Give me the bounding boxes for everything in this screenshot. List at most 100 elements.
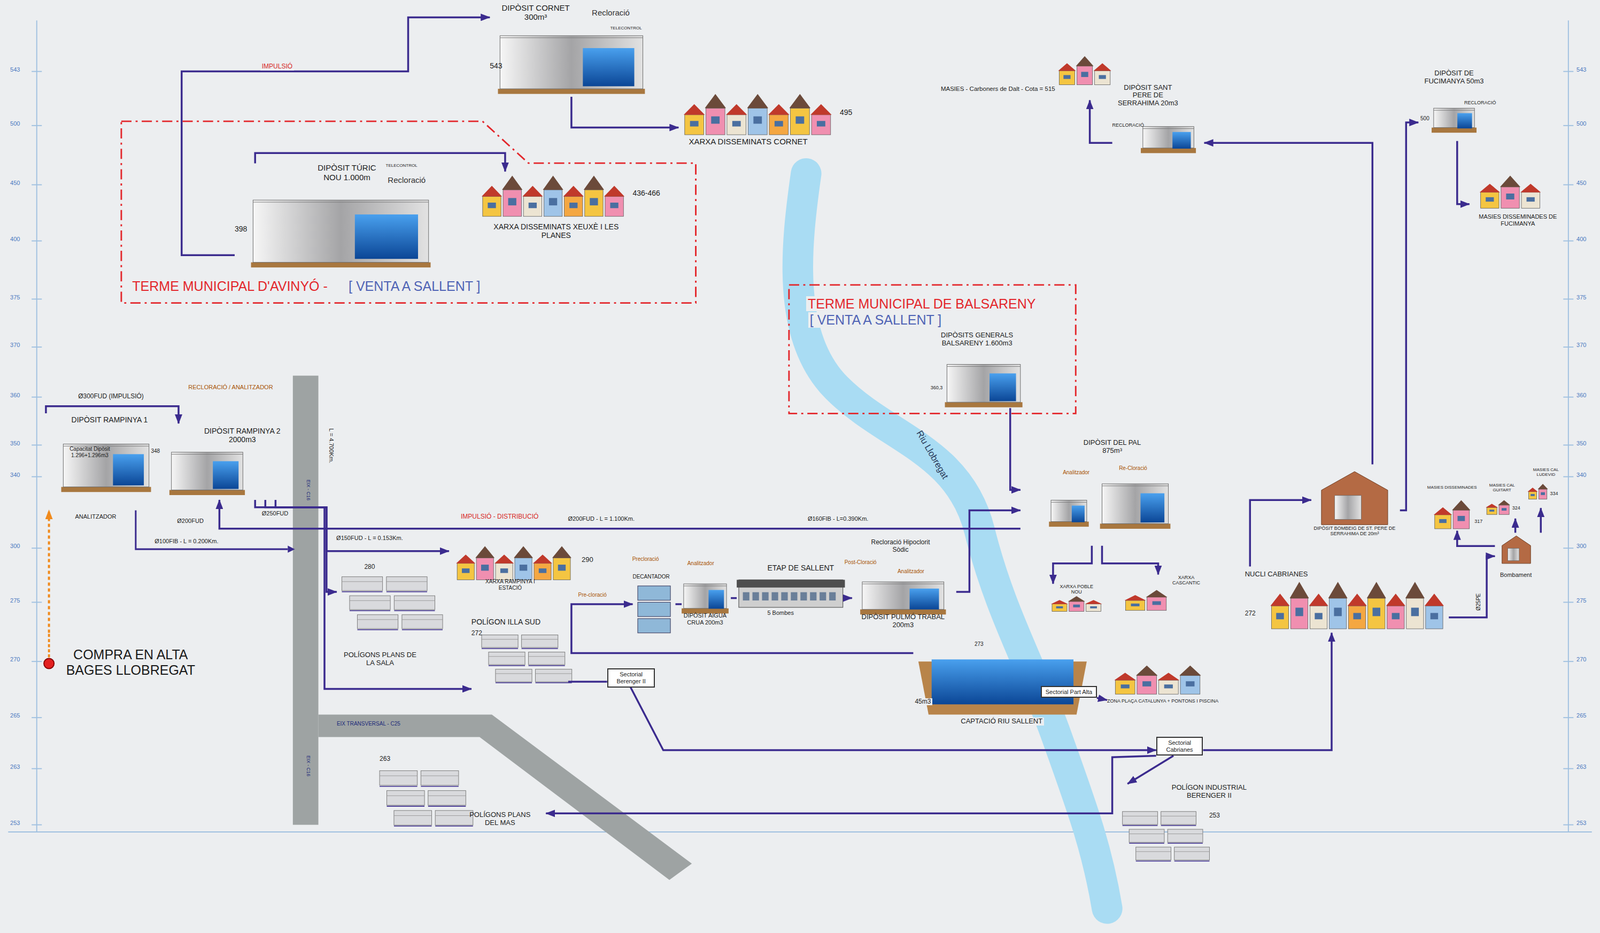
house-wall <box>605 196 624 217</box>
facility-label: ZONA PLAÇA CATALUNYA + PONTONS I PISCINA <box>1107 698 1219 704</box>
pipe-connector <box>219 499 1020 529</box>
house-roof <box>1068 596 1086 602</box>
axis-tick <box>31 444 42 446</box>
annotation: ANALITZADOR <box>73 513 118 521</box>
tank-rim <box>946 366 1020 367</box>
house-roof <box>455 554 476 564</box>
tank-water <box>708 589 724 609</box>
house-roof <box>1537 483 1549 490</box>
factory-block <box>386 576 428 591</box>
house-window <box>1080 71 1088 77</box>
house-roof <box>1433 507 1452 515</box>
facility: DIPÒSIT BOMBEIG DE ST. PERE DE SERRAHIMA… <box>1311 464 1401 555</box>
elevation-number: 370 <box>10 341 20 349</box>
house-window <box>1099 74 1107 79</box>
elevation-number: 350 <box>10 439 20 447</box>
house-window <box>1411 607 1419 617</box>
house-window <box>1333 607 1342 617</box>
elevation-number: 265 <box>10 712 20 720</box>
house-wall <box>564 196 583 217</box>
house-roof <box>1386 593 1406 606</box>
factory-roof <box>1129 833 1165 834</box>
factory-block <box>488 652 525 666</box>
factory-pipe <box>393 609 435 612</box>
facility: XARXA RAMPINYA I ESTACIÓ290 <box>449 540 613 598</box>
house-roof <box>1497 500 1511 506</box>
axis-tick <box>1563 125 1574 127</box>
tank-body <box>63 443 149 487</box>
pipe-connector <box>48 509 51 633</box>
tank-rim <box>862 583 945 585</box>
house-window <box>1439 519 1447 523</box>
facility-label: 290 <box>581 555 594 564</box>
elevation-number: 253 <box>1576 819 1587 827</box>
house-wall <box>1406 598 1424 629</box>
factory-block <box>535 669 573 683</box>
icons <box>61 35 1549 862</box>
tank-water <box>112 453 144 485</box>
house-window <box>1072 604 1080 608</box>
supply-point <box>43 658 54 669</box>
factory-block <box>393 810 432 825</box>
factory-pipe <box>481 647 519 649</box>
axis-tick <box>31 768 42 770</box>
house-window <box>1063 74 1071 79</box>
house-wall <box>1538 489 1547 500</box>
sectorial-box: Sectorial Part Alta <box>1040 685 1097 699</box>
house-roof <box>1157 672 1180 680</box>
house-window <box>1489 509 1495 512</box>
factory-roof <box>1161 815 1197 817</box>
elevation-number: 340 <box>1576 471 1587 479</box>
house-wall <box>1115 679 1135 694</box>
factory-block <box>481 635 519 648</box>
facility-label: CAPTACIÓ RIU SALLENT <box>959 717 1045 726</box>
house-roof <box>1366 581 1387 599</box>
house-window <box>1276 612 1284 620</box>
facility-label: 500 <box>1420 115 1430 122</box>
factory-block <box>428 790 467 806</box>
factory-pipe <box>488 665 525 667</box>
boundary-outline <box>120 120 697 305</box>
house-roof <box>810 104 832 115</box>
plant-window <box>771 592 778 601</box>
facility-label: DIPÒSIT PULMÓ TRABAL 200m3 <box>852 613 955 630</box>
tank-water <box>1172 132 1191 149</box>
pipe-connector <box>1514 518 1517 533</box>
house-roof <box>532 554 553 564</box>
house-window <box>589 197 598 206</box>
factory-pipe <box>435 825 474 827</box>
house-window <box>816 120 826 127</box>
tank-water <box>1140 493 1165 523</box>
house-window <box>1142 681 1151 687</box>
facility-label: Capacitat Dipòsit 1.296+1.296m3 <box>65 445 115 459</box>
annotation: Re-Cloració <box>1117 465 1149 472</box>
factory-pipe <box>495 682 532 684</box>
house-wall <box>1052 604 1068 612</box>
pipe-connector <box>1400 122 1419 510</box>
pipe-connector <box>1203 632 1333 751</box>
facility-label: XARXA DISSEMINATS CORNET <box>688 136 808 146</box>
tank-base <box>61 487 152 493</box>
tank-rim <box>1433 110 1475 111</box>
facility: XARXA CASCANTIC <box>1122 574 1207 616</box>
facility: MASIES DISSEMINADES317 <box>1426 484 1486 531</box>
facility-label: XARXA CASCANTIC <box>1168 574 1205 586</box>
factory-pipe <box>1129 843 1165 845</box>
house-window <box>1505 193 1514 200</box>
factory-block <box>393 595 435 610</box>
tank-rim <box>1142 128 1194 129</box>
annotation: Ø160FIB - L=0.390Km. <box>806 515 870 523</box>
axis-tick <box>1563 298 1574 300</box>
facility: DECANTADOR <box>632 573 676 637</box>
house-roof <box>704 94 726 109</box>
factory-roof <box>521 638 559 640</box>
annotation: Ø200FUD - L = 1.100Km. <box>566 515 637 523</box>
house-window <box>508 197 517 206</box>
elevation-number: 300 <box>10 542 20 550</box>
road <box>318 714 693 880</box>
facility: DIPÒSIT DE FUCIMANYA 50m3RECLORACIÓ500 <box>1418 69 1501 142</box>
axis-tick <box>31 660 42 662</box>
house-roof <box>1050 599 1069 605</box>
tank-water <box>354 214 419 259</box>
facility-label: TERME MUNICIPAL DE BALSARENY <box>806 296 1038 312</box>
